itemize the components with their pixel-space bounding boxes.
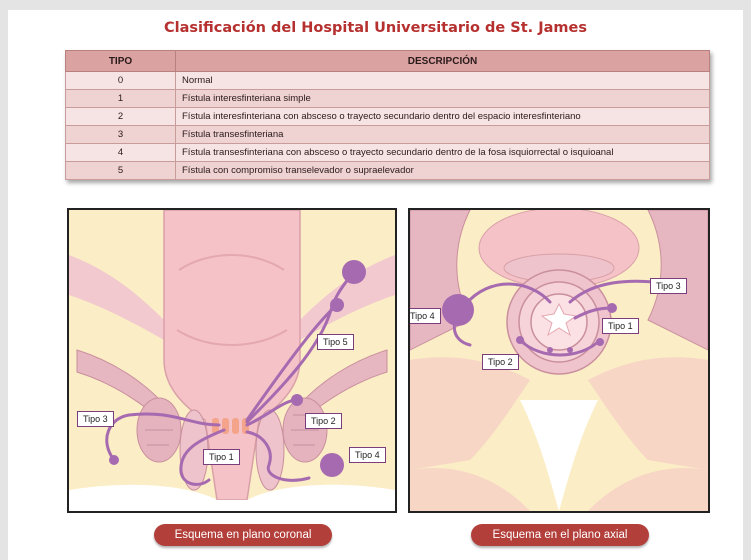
description-cell: Fístula con compromiso transelevador o s… (176, 162, 710, 180)
axial-label-tipo2: Tipo 2 (482, 354, 519, 370)
axial-label-tipo1: Tipo 1 (602, 318, 639, 334)
tipo-cell: 3 (66, 126, 176, 144)
tipo-cell: 1 (66, 90, 176, 108)
coronal-label-tipo5: Tipo 5 (317, 334, 354, 350)
column-header-tipo: TIPO (66, 51, 176, 72)
description-cell: Fístula interesfinteriana simple (176, 90, 710, 108)
axial-anatomy-illustration (410, 210, 708, 511)
description-cell: Fístula interesfinteriana con absceso o … (176, 108, 710, 126)
axial-label-tipo3: Tipo 3 (650, 278, 687, 294)
page-title: Clasificación del Hospital Universitario… (0, 20, 751, 36)
tipo-cell: 0 (66, 72, 176, 90)
coronal-label-tipo1: Tipo 1 (203, 449, 240, 465)
tipo-cell: 2 (66, 108, 176, 126)
description-cell: Fístula transesfinteriana (176, 126, 710, 144)
axial-label-tipo4: Tipo 4 (408, 308, 441, 324)
coronal-label-tipo4: Tipo 4 (349, 447, 386, 463)
description-cell: Normal (176, 72, 710, 90)
axial-diagram-panel: Tipo 3 Tipo 4 Tipo 1 Tipo 2 (408, 208, 710, 513)
coronal-label-tipo3: Tipo 3 (77, 411, 114, 427)
description-cell: Fístula transesfinteriana con absceso o … (176, 144, 710, 162)
column-header-descripcion: DESCRIPCIÓN (176, 51, 710, 72)
coronal-anatomy-illustration (69, 210, 395, 511)
tipo-cell: 5 (66, 162, 176, 180)
coronal-diagram-panel: Tipo 5 Tipo 3 Tipo 2 Tipo 1 Tipo 4 (67, 208, 397, 513)
coronal-caption: Esquema en plano coronal (154, 524, 332, 546)
table-header-row: TIPO DESCRIPCIÓN (66, 51, 710, 72)
coronal-label-tipo2: Tipo 2 (305, 413, 342, 429)
axial-caption: Esquema en el plano axial (471, 524, 649, 546)
tipo-cell: 4 (66, 144, 176, 162)
